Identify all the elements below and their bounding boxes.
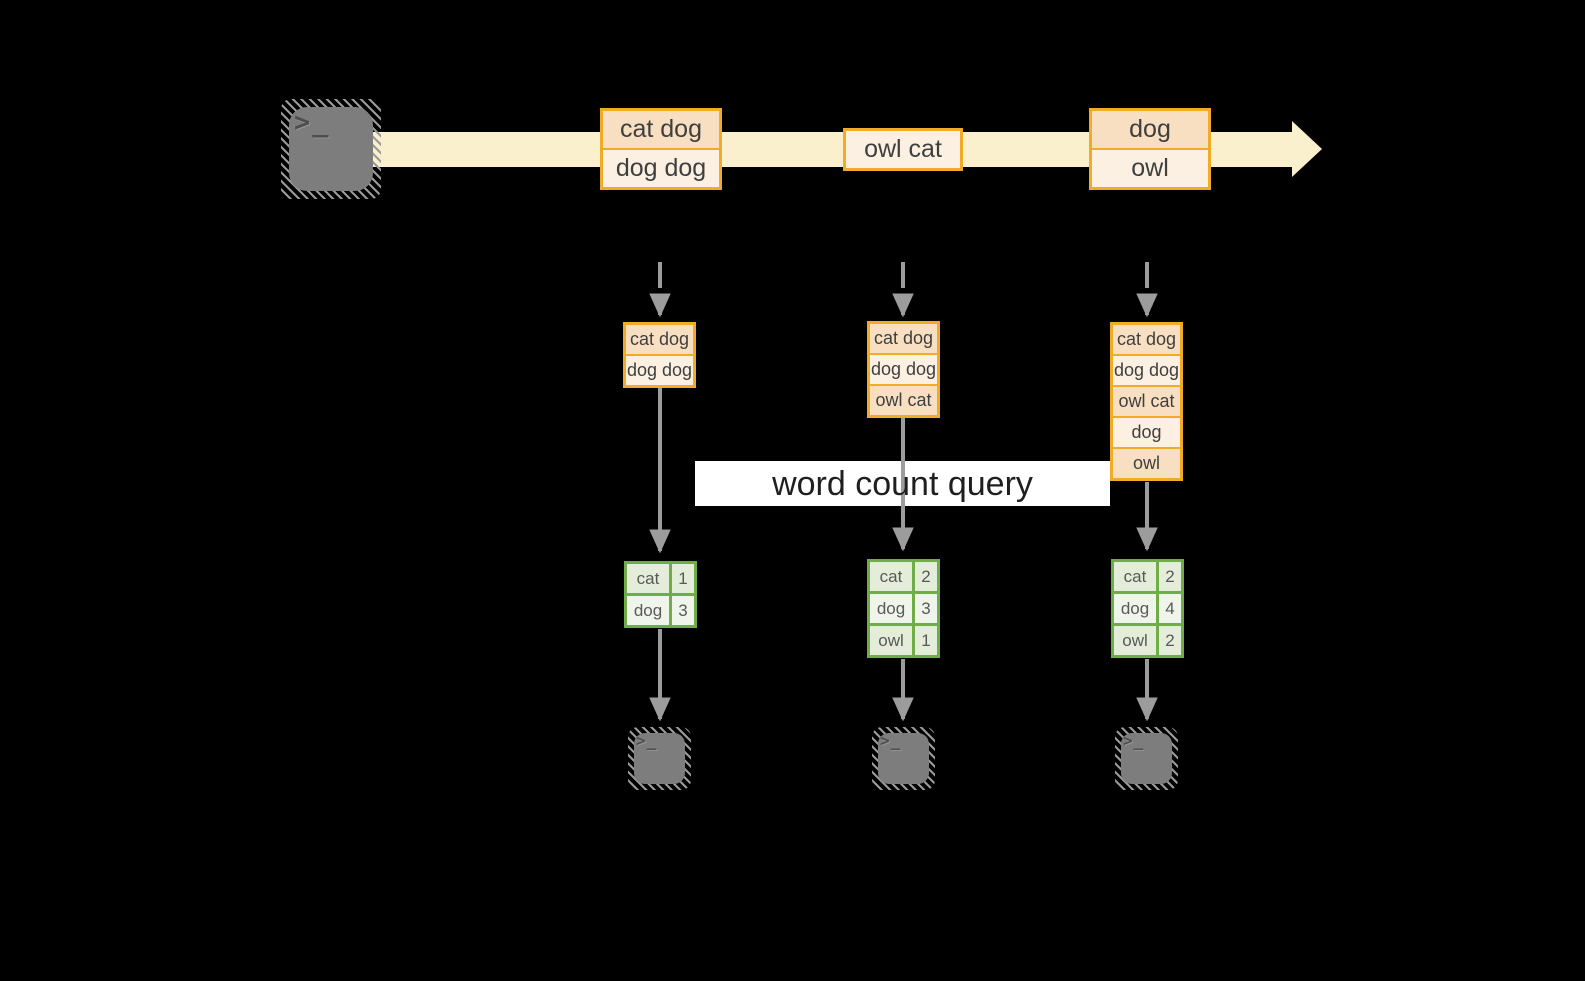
buffer-record: cat dog — [870, 324, 937, 353]
terminal-prompt-glyph: >_ — [294, 107, 331, 138]
buffer-record: dog dog — [626, 356, 693, 385]
buffer-record: dog dog — [870, 355, 937, 384]
stream-record: cat dog — [603, 111, 719, 148]
buffer-record: owl — [1113, 449, 1180, 478]
buffer-stack-1: cat dog dog dog — [623, 322, 696, 388]
count-table-2: cat 2 dog 3 owl 1 — [867, 559, 940, 658]
count-table-3: cat 2 dog 4 owl 2 — [1111, 559, 1184, 658]
stream-event-box-2: owl cat — [843, 128, 963, 171]
word-cell: cat — [1114, 562, 1156, 591]
terminal-screen — [289, 107, 373, 191]
stream-record: dog — [1092, 111, 1208, 148]
count-table-1: cat 1 dog 3 — [624, 561, 697, 628]
word-count-query-label: word count query — [772, 465, 1033, 503]
buffer-record: cat dog — [1113, 325, 1180, 354]
count-cell: 2 — [1159, 626, 1181, 655]
word-cell: owl — [870, 626, 912, 655]
count-cell: 2 — [1159, 562, 1181, 591]
count-cell: 2 — [915, 562, 937, 591]
output-terminal-icon-3: >_ — [1115, 727, 1178, 790]
terminal-screen — [1121, 733, 1172, 784]
word-cell: dog — [870, 594, 912, 623]
stream-arrowhead — [1292, 121, 1322, 177]
terminal-screen — [878, 733, 929, 784]
stream-event-box-3: dog owl — [1089, 108, 1211, 190]
count-cell: 3 — [672, 596, 694, 625]
terminal-prompt-glyph: >_ — [880, 731, 902, 750]
terminal-prompt-glyph: >_ — [1123, 731, 1145, 750]
count-cell: 4 — [1159, 594, 1181, 623]
word-cell: dog — [627, 596, 669, 625]
output-terminal-icon-1: >_ — [628, 727, 691, 790]
count-cell: 1 — [672, 564, 694, 593]
buffer-stack-3: cat dog dog dog owl cat dog owl — [1110, 322, 1183, 481]
buffer-record: owl cat — [870, 386, 937, 415]
stream-record: dog dog — [603, 150, 719, 187]
word-cell: cat — [870, 562, 912, 591]
word-cell: dog — [1114, 594, 1156, 623]
buffer-record: dog dog — [1113, 356, 1180, 385]
stream-record: owl — [1092, 150, 1208, 187]
count-cell: 1 — [915, 626, 937, 655]
count-cell: 3 — [915, 594, 937, 623]
stream-event-box-1: cat dog dog dog — [600, 108, 722, 190]
terminal-screen — [634, 733, 685, 784]
buffer-record: owl cat — [1113, 387, 1180, 416]
word-cell: owl — [1114, 626, 1156, 655]
word-cell: cat — [627, 564, 669, 593]
stream-record: owl cat — [846, 131, 960, 168]
buffer-record: cat dog — [626, 325, 693, 354]
buffer-record: dog — [1113, 418, 1180, 447]
output-terminal-icon-2: >_ — [872, 727, 935, 790]
buffer-stack-2: cat dog dog dog owl cat — [867, 321, 940, 418]
source-terminal-icon: >_ — [281, 99, 381, 199]
terminal-prompt-glyph: >_ — [636, 731, 658, 750]
